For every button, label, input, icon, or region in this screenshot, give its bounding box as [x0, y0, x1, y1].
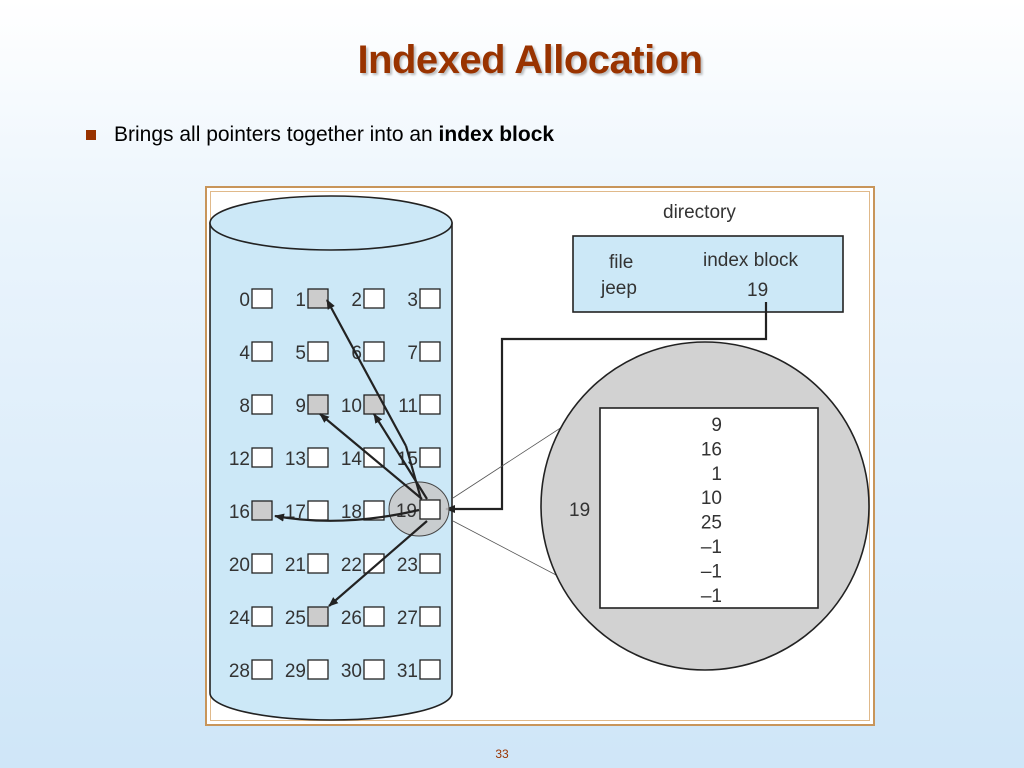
disk-block-12 [251, 447, 273, 468]
disk-block-1 [307, 288, 329, 309]
disk-block-label-1: 1 [295, 290, 306, 311]
disk-block-label-26: 26 [341, 608, 362, 629]
directory-pointer-line [445, 302, 768, 513]
square-bullet-icon [86, 130, 96, 140]
disk-block-9 [307, 394, 329, 415]
index-entry-0: 9 [711, 415, 722, 436]
diagram-svg: directory file jeep index block 19 19 91… [209, 195, 870, 721]
pointer-to-block-1 [326, 299, 407, 447]
disk-block-0 [251, 288, 273, 309]
index-pointers [274, 299, 428, 607]
disk-block-label-4: 4 [239, 343, 250, 364]
directory-index-value: 19 [747, 280, 768, 301]
directory-col-index: index block [703, 250, 799, 271]
block-19-label-top: 19 [396, 501, 417, 522]
disk-block-label-16: 16 [229, 502, 250, 523]
disk-block-label-13: 13 [285, 449, 306, 470]
disk-block-label-23: 23 [397, 555, 418, 576]
disk-block-16 [251, 500, 273, 521]
disk-block-label-25: 25 [285, 608, 306, 629]
disk-block-17 [307, 500, 329, 521]
index-block-box [599, 407, 819, 609]
disk-block-21 [307, 553, 329, 574]
index-entry-4: 25 [701, 513, 722, 534]
disk-block-13 [307, 447, 329, 468]
slide-title: Indexed Allocation [357, 38, 703, 82]
block-19-highlight [388, 481, 450, 537]
disk-block-label-9: 9 [295, 396, 306, 417]
index-entry-7: –1 [701, 586, 722, 607]
pointer-stub-1 [404, 445, 423, 500]
disk-block-22 [363, 553, 385, 574]
disk-block-label-22: 22 [341, 555, 362, 576]
disk-block-29 [307, 659, 329, 680]
bullet-text: Brings all pointers together into an ind… [114, 123, 554, 147]
disk-block-11 [419, 394, 441, 415]
disk-block-label-5: 5 [295, 343, 306, 364]
disk-block-label-2: 2 [351, 290, 362, 311]
disk-block-7 [419, 341, 441, 362]
disk-block-label-31: 31 [397, 661, 418, 682]
disk-block-label-28: 28 [229, 661, 250, 682]
disk-block-label-3: 3 [407, 290, 418, 311]
disk-block-15 [419, 447, 441, 468]
disk-block-label-18: 18 [341, 502, 362, 523]
disk-block-label-29: 29 [285, 661, 306, 682]
pointer-to-block-10 [373, 413, 428, 500]
disk-block-label-27: 27 [397, 608, 418, 629]
disk-block-label-0: 0 [239, 290, 250, 311]
disk-block-8 [251, 394, 273, 415]
disk-block-20 [251, 553, 273, 574]
index-entry-1: 16 [701, 439, 722, 460]
index-entry-3: 10 [701, 488, 722, 509]
disk-block-label-21: 21 [285, 555, 306, 576]
disk-top [209, 195, 453, 251]
pointer-to-block-16 [274, 508, 420, 522]
disk-block-label-8: 8 [239, 396, 250, 417]
block-19-box-top [419, 499, 441, 520]
bullet-item: Brings all pointers together into an ind… [86, 123, 554, 147]
disk-block-label-15: 15 [397, 449, 418, 470]
directory-file-name: jeep [600, 278, 637, 299]
disk-block-31 [419, 659, 441, 680]
pointer-to-block-9 [319, 413, 423, 500]
disk-block-label-20: 20 [229, 555, 250, 576]
disk-block-27 [419, 606, 441, 627]
index-entry-2: 1 [711, 464, 722, 485]
directory-col-file: file [609, 252, 633, 273]
disk-block-24 [251, 606, 273, 627]
disk-block-label-12: 12 [229, 449, 250, 470]
disk-block-30 [363, 659, 385, 680]
index-block-entries: 9 16 1 10 25 –1 –1 –1 [701, 415, 722, 607]
pointer-to-block-25 [328, 520, 428, 607]
directory: directory file jeep index block 19 [572, 202, 844, 313]
disk-block-5 [307, 341, 329, 362]
bullet-text-plain: Brings all pointers together into an [114, 123, 439, 146]
bullet-text-bold: index block [438, 123, 555, 146]
directory-title: directory [663, 202, 736, 223]
disk-block-label-24: 24 [229, 608, 251, 629]
disk-block-label-11: 11 [398, 396, 418, 417]
disk-block-18 [363, 500, 385, 521]
disk-block-28 [251, 659, 273, 680]
disk-block-label-14: 14 [341, 449, 363, 470]
index-block-label: 19 [569, 500, 590, 521]
disk-block-2 [363, 288, 385, 309]
disk-block-4 [251, 341, 273, 362]
disk-block-23 [419, 553, 441, 574]
disk-block-label-10: 10 [341, 396, 362, 417]
disk-block-6 [363, 341, 385, 362]
disk-block-26 [363, 606, 385, 627]
disk-block-label-30: 30 [341, 661, 362, 682]
directory-table [572, 235, 844, 313]
index-entry-6: –1 [701, 561, 722, 582]
disk-block-3 [419, 288, 441, 309]
index-block-zoom: 19 9 16 1 10 25 –1 –1 –1 [452, 341, 870, 671]
page-number: 33 [495, 747, 509, 761]
disk-block-label-7: 7 [407, 343, 418, 364]
index-entry-5: –1 [701, 537, 722, 558]
disk-block-25 [307, 606, 329, 627]
